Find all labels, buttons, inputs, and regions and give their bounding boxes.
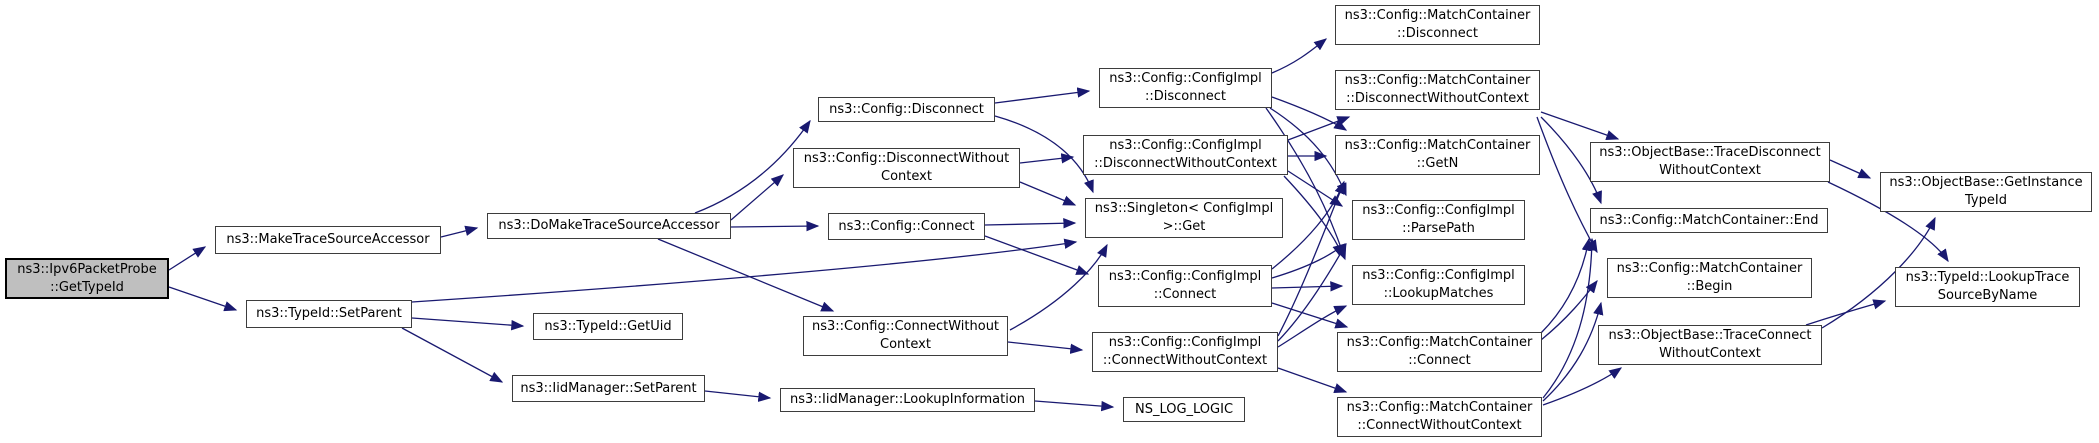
edge-lookupinfo-to-nslog (1034, 400, 1115, 412)
edge-mcconnwo-to-mcbegin (1542, 301, 1604, 402)
edge-traceconn-to-lookuptrace (1805, 299, 1887, 326)
graph-node-mcdiscwo[interactable]: ns3::Config::MatchContainer ::Disconnect… (1335, 70, 1540, 110)
graph-node-mcdisc[interactable]: ns3::Config::MatchContainer ::Disconnect (1335, 5, 1540, 45)
edge-setparent-to-getuid (411, 317, 525, 331)
edge-domaketrace-to-cfgdisc (694, 119, 811, 214)
edge-cidiscwo-to-parsepath (1287, 170, 1344, 207)
edge-cfgconnwo-to-singleton (1009, 243, 1108, 331)
edge-maketrace-to-domaketrace (440, 225, 479, 238)
graph-node-singleton[interactable]: ns3::Singleton< ConfigImpl >::Get (1085, 198, 1283, 238)
graph-node-traceconn[interactable]: ns3::ObjectBase::TraceConnect WithoutCon… (1598, 325, 1822, 365)
graph-node-domaketrace[interactable]: ns3::DoMakeTraceSourceAccessor (487, 213, 731, 239)
edge-domaketrace-to-cfgconnwo (657, 238, 835, 312)
edge-ciconn-to-lookupmatches (1271, 281, 1344, 292)
graph-node-mcend[interactable]: ns3::Config::MatchContainer::End (1590, 208, 1828, 233)
edge-cfgconn-to-ciconn (984, 235, 1090, 275)
graph-node-mcgetn[interactable]: ns3::Config::MatchContainer ::GetN (1335, 135, 1540, 175)
graph-node-iidsetparent[interactable]: ns3::IidManager::SetParent (512, 375, 705, 402)
edge-cfgdisc-to-cidisc (994, 87, 1091, 104)
graph-node-ciconnwo[interactable]: ns3::Config::ConfigImpl ::ConnectWithout… (1092, 332, 1278, 372)
edge-cfgconn-to-singleton (984, 218, 1077, 229)
edge-cidisc-to-mcdisc (1271, 38, 1328, 74)
graph-node-lookupmatches[interactable]: ns3::Config::ConfigImpl ::LookupMatches (1352, 265, 1525, 305)
graph-node-ciconn[interactable]: ns3::Config::ConfigImpl ::Connect (1098, 265, 1272, 307)
edge-ciconn-to-mcconn (1271, 302, 1349, 329)
edge-ciconnwo-to-mcconnwo (1277, 367, 1348, 394)
graph-node-gettypeid: ns3::Ipv6PacketProbe ::GetTypeId (5, 258, 169, 299)
graph-node-cidisc[interactable]: ns3::Config::ConfigImpl ::Disconnect (1099, 68, 1272, 108)
edge-cidisc-to-mcgetn (1271, 96, 1348, 131)
graph-node-parsepath[interactable]: ns3::Config::ConfigImpl ::ParsePath (1352, 200, 1525, 240)
edge-mcconnwo-to-mcend (1542, 237, 1597, 399)
edge-cfgdisc-to-singleton (994, 115, 1094, 194)
edge-cidiscwo-to-mcdiscwo (1287, 116, 1351, 141)
edge-mcdiscwo-to-mcend (1540, 116, 1602, 205)
graph-node-setparent[interactable]: ns3::TypeId::SetParent (246, 300, 412, 328)
graph-node-mcbegin[interactable]: ns3::Config::MatchContainer ::Begin (1607, 258, 1812, 298)
graph-node-mcconn[interactable]: ns3::Config::MatchContainer ::Connect (1337, 332, 1542, 372)
graph-node-cfgdiscwo[interactable]: ns3::Config::DisconnectWithout Context (793, 148, 1020, 188)
graph-node-cfgdisc[interactable]: ns3::Config::Disconnect (818, 97, 995, 122)
edge-ciconnwo-to-mcgetn (1277, 180, 1345, 337)
graph-node-mcconnwo[interactable]: ns3::Config::MatchContainer ::ConnectWit… (1337, 397, 1542, 437)
graph-node-nslog[interactable]: NS_LOG_LOGIC (1123, 397, 1245, 422)
edge-cfgdiscwo-to-cidiscwo (1019, 153, 1075, 164)
edge-gettypeid-to-maketrace (168, 246, 207, 271)
edge-mcconn-to-mcbegin (1540, 279, 1598, 341)
edge-ciconnwo-to-lookupmatches (1277, 305, 1348, 348)
graph-node-cidiscwo[interactable]: ns3::Config::ConfigImpl ::DisconnectWith… (1083, 135, 1288, 175)
edge-mcdiscwo-to-mcbegin (1536, 116, 1598, 254)
graph-node-lookuptrace[interactable]: ns3::TypeId::LookupTrace SourceByName (1895, 267, 2080, 307)
edge-mcdiscwo-to-tracedisc (1540, 111, 1620, 141)
edge-cfgdiscwo-to-singleton (1019, 181, 1077, 206)
edge-ciconnwo-to-parsepath (1277, 242, 1347, 342)
edge-tracedisc-to-lookuptrace (1827, 181, 1949, 263)
edge-gettypeid-to-setparent (168, 286, 238, 312)
edge-cfgconnwo-to-ciconnwo (1007, 341, 1084, 354)
edge-ciconn-to-parsepath (1271, 243, 1347, 279)
graph-node-cfgconn[interactable]: ns3::Config::Connect (828, 213, 985, 240)
edge-domaketrace-to-cfgdiscwo (730, 174, 784, 221)
graph-node-getuid[interactable]: ns3::TypeId::GetUid (533, 313, 683, 340)
graph-node-tracedisc[interactable]: ns3::ObjectBase::TraceDisconnect Without… (1590, 142, 1830, 182)
edge-mcconnwo-to-traceconn (1542, 367, 1623, 406)
edge-tracedisc-to-getinstance (1829, 159, 1872, 179)
graph-node-maketrace[interactable]: ns3::MakeTraceSourceAccessor (215, 226, 441, 254)
graph-node-cfgconnwo[interactable]: ns3::Config::ConnectWithout Context (803, 316, 1008, 356)
edge-setparent-to-singleton (411, 238, 1078, 303)
edge-domaketrace-to-cfgconn (730, 220, 820, 232)
graph-node-getinstance[interactable]: ns3::ObjectBase::GetInstance TypeId (1880, 172, 2092, 212)
edge-setparent-to-iidsetparent (401, 327, 504, 383)
graph-node-lookupinfo[interactable]: ns3::IidManager::LookupInformation (780, 388, 1035, 412)
edge-iidsetparent-to-lookupinfo (704, 390, 772, 402)
